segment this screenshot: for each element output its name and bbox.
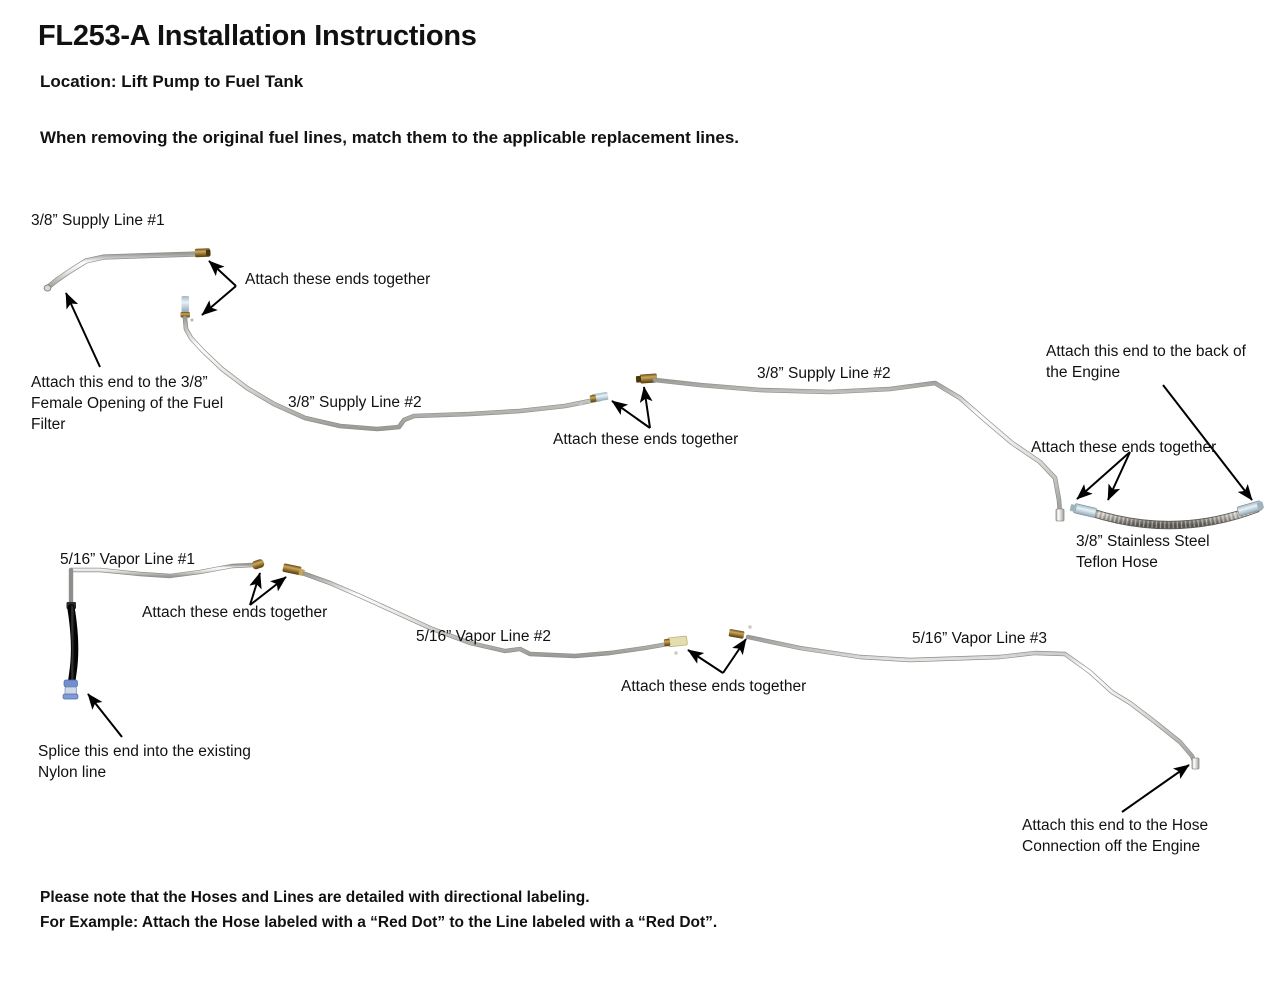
callout-back-of-engine-line2: the Engine: [1046, 364, 1121, 381]
callout-arrow-attach-ends-1: [201, 260, 237, 316]
supply-line-1-tube: [43, 251, 199, 292]
callout-arrow-attach-ends-4: [249, 572, 287, 606]
callout-arrow-splice-nylon: [87, 693, 123, 738]
callout-back-of-engine-line1: Attach this end to the back of: [1046, 343, 1246, 360]
vapor-line-1-brass-fitting: [251, 559, 265, 570]
label-teflon-hose: 3/8” Stainless Steel Teflon Hose: [1076, 531, 1266, 573]
label-teflon-hose-line1: 3/8” Stainless Steel: [1076, 533, 1210, 550]
callout-fuel-filter-line1: Attach this end to the 3/8”: [31, 374, 208, 391]
footer-note-line2: For Example: Attach the Hose labeled wit…: [40, 914, 718, 931]
callout-arrow-attach-ends-2: [611, 386, 653, 429]
label-vapor-line-1: 5/16” Vapor Line #1: [60, 551, 196, 568]
callout-hose-connection-line2: Connection off the Engine: [1022, 838, 1201, 855]
callout-splice-nylon-line2: Nylon line: [38, 764, 107, 781]
supply-line-1-brass-fitting: [194, 248, 211, 258]
callout-attach-ends-1: Attach these ends together: [245, 271, 431, 288]
label-vapor-line-2: 5/16” Vapor Line #2: [416, 628, 552, 645]
supply-line-2-left-end-fitting: [579, 391, 609, 406]
vapor-line-1-quick-connect: [62, 679, 79, 700]
callout-attach-ends-5: Attach these ends together: [621, 678, 807, 695]
callout-arrow-hose-connection: [1121, 764, 1190, 813]
callout-splice-nylon: Splice this end into the existing Nylon …: [38, 741, 288, 783]
callout-fuel-filter-line3: Filter: [31, 416, 66, 433]
stainless-teflon-hose: [1069, 500, 1264, 530]
callout-attach-ends-3: Attach these ends together: [1031, 439, 1217, 456]
vapor-line-2-left-brass-fitting: [282, 563, 305, 576]
callout-hose-connection-line1: Attach this end to the Hose: [1022, 817, 1209, 834]
callout-arrow-fuel-filter: [65, 292, 101, 368]
callout-attach-ends-2: Attach these ends together: [553, 431, 739, 448]
callout-arrow-attach-ends-5: [687, 638, 747, 674]
footer-note: Please note that the Hoses and Lines are…: [40, 885, 717, 935]
location-subtitle: Location: Lift Pump to Fuel Tank: [40, 72, 304, 91]
page-title: FL253-A Installation Instructions: [38, 20, 477, 52]
vapor-line-2-end-fitting: [663, 635, 688, 655]
label-supply-line-2-left: 3/8” Supply Line #2: [288, 394, 422, 411]
label-supply-line-1: 3/8” Supply Line #1: [31, 212, 165, 229]
callout-attach-ends-4: Attach these ends together: [142, 604, 328, 621]
vapor-line-1-tube: [68, 562, 256, 607]
lead-instruction: When removing the original fuel lines, m…: [40, 128, 740, 147]
vapor-line-3-tube: [745, 634, 1200, 770]
callout-arrow-attach-ends-3: [1076, 451, 1131, 501]
callout-splice-nylon-line1: Splice this end into the existing: [38, 743, 251, 760]
label-supply-line-2-right: 3/8” Supply Line #2: [757, 365, 891, 382]
callout-hose-connection: Attach this end to the Hose Connection o…: [1022, 815, 1242, 857]
supply-line-2-right-tube: [652, 377, 1065, 522]
vapor-line-1-rubber-hose: [66, 602, 79, 698]
vapor-line-3-start-fitting: [728, 625, 752, 639]
label-vapor-line-3: 5/16” Vapor Line #3: [912, 630, 1048, 647]
callout-fuel-filter-line2: Female Opening of the Fuel: [31, 395, 224, 412]
footer-note-line1: Please note that the Hoses and Lines are…: [40, 889, 590, 906]
supply-line-2-right-brass-fitting: [635, 373, 658, 384]
supply-line-2-left-fitting: [180, 296, 194, 322]
label-teflon-hose-line2: Teflon Hose: [1076, 554, 1158, 571]
callout-back-of-engine: Attach this end to the back of the Engin…: [1046, 341, 1261, 383]
callout-fuel-filter: Attach this end to the 3/8” Female Openi…: [31, 372, 246, 435]
